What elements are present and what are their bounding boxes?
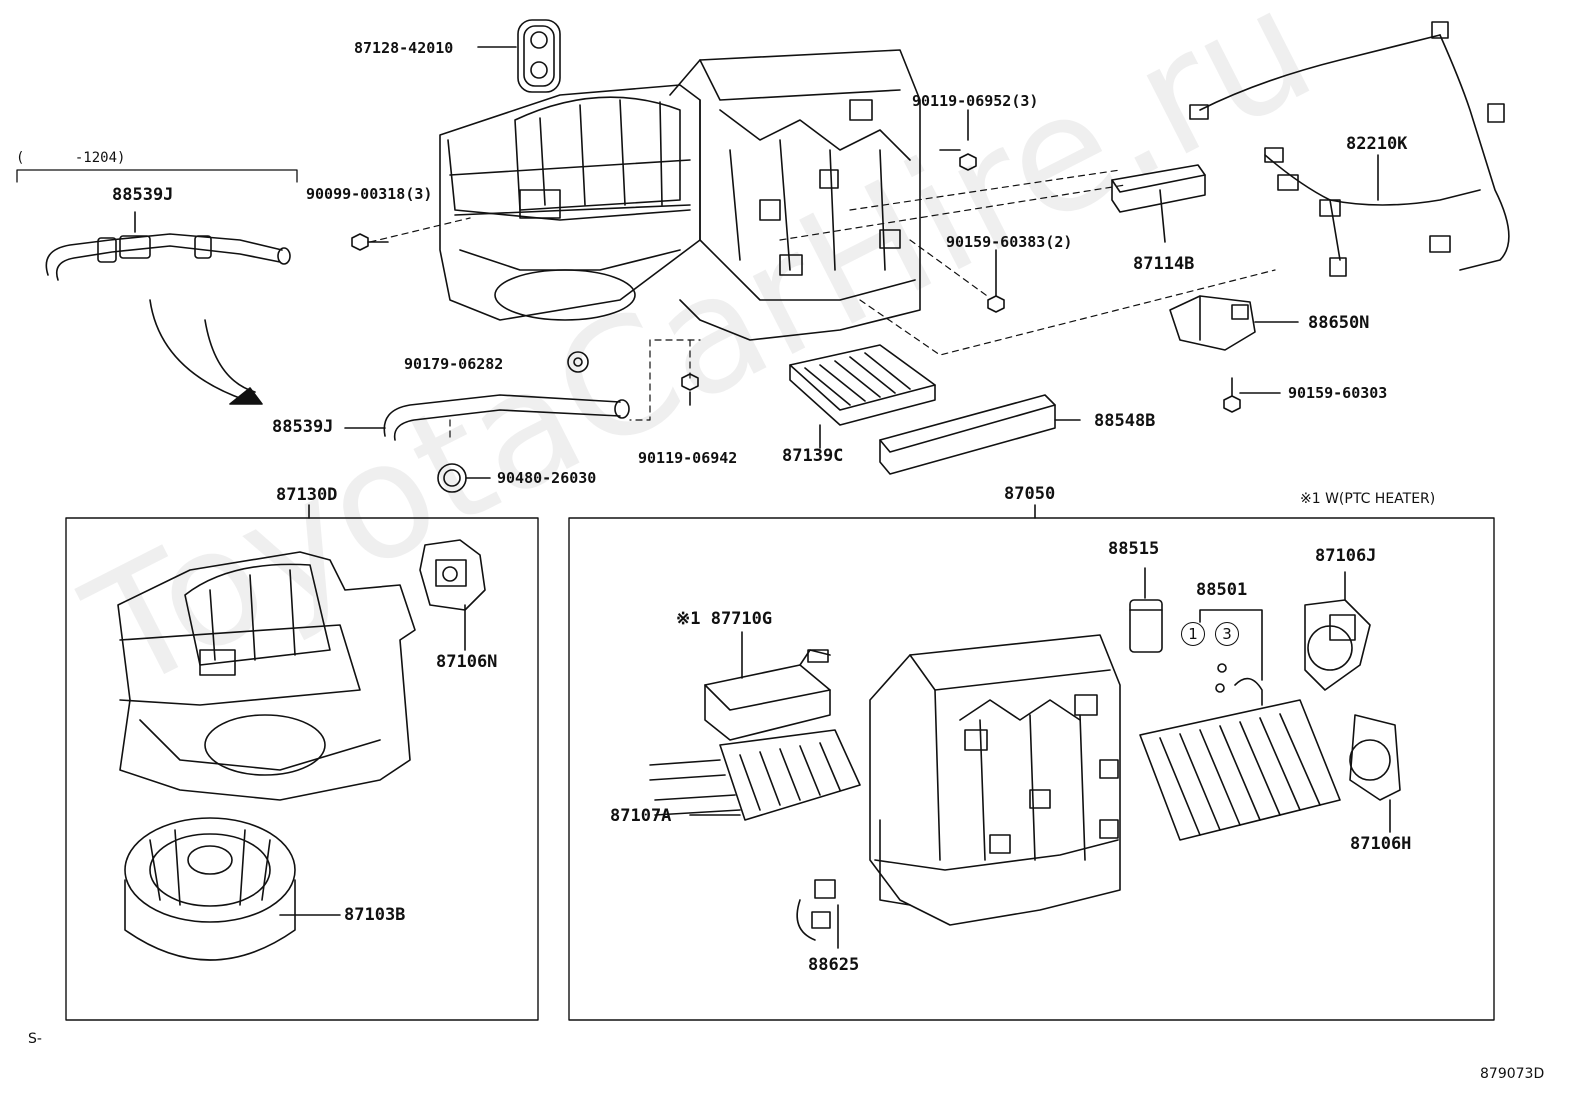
label-88539J-bottom: 88539J — [272, 417, 334, 437]
label-87106N: 87106N — [436, 652, 498, 672]
label-87139C: 87139C — [782, 446, 844, 466]
label-88548B: 88548B — [1094, 411, 1156, 431]
label-90119-06942: 90119-06942 — [638, 449, 738, 467]
label-range-note: ( -1204) — [16, 150, 126, 166]
hose-drawings — [45, 211, 630, 441]
label-87128-42010: 87128-42010 — [354, 39, 454, 57]
label-87106H: 87106H — [1350, 834, 1412, 854]
label-90159-60303: 90159-60303 — [1288, 384, 1388, 402]
curved-arrows — [149, 299, 263, 405]
label-90099-00318: 90099-00318(3) — [306, 185, 433, 203]
ptc-heater-drawing — [704, 631, 831, 741]
label-90159-60383: 90159-60383(2) — [946, 233, 1073, 251]
heater-core-drawing — [649, 729, 861, 821]
label-88650N: 88650N — [1308, 313, 1370, 333]
label-87106J: 87106J — [1315, 546, 1377, 566]
filter-panel-drawing — [1111, 164, 1206, 243]
label-88625: 88625 — [808, 955, 860, 975]
servo-motor-87106J-drawing — [1304, 571, 1371, 691]
label-87050: 87050 — [1004, 484, 1056, 504]
label-88539J-top: 88539J — [112, 185, 174, 205]
servo-motor-87106N-drawing — [419, 539, 486, 651]
label-ptc-note: ※1 W(PTC HEATER) — [1300, 491, 1436, 507]
expansion-valve-88515-drawing — [1129, 567, 1163, 653]
label-corner-s: S- — [28, 1031, 42, 1047]
circle-marker-3: 3 — [1215, 622, 1239, 646]
wire-harness-drawing — [1189, 21, 1510, 277]
hvac-case-87050-drawing — [869, 634, 1121, 926]
filter-cartridge-drawing — [879, 394, 1081, 475]
servo-motor-87106H-drawing — [1349, 714, 1401, 833]
label-87107A: 87107A — [610, 806, 672, 826]
blower-motor-drawing — [124, 817, 341, 961]
group-box-87050 — [568, 517, 1495, 1021]
label-87103B: 87103B — [344, 905, 406, 925]
air-filter-drawing — [789, 344, 936, 449]
bracket-88501 — [1199, 609, 1263, 681]
hvac-unit-top-drawing — [439, 49, 921, 341]
sensor-88625-drawing — [796, 879, 839, 949]
grommet-drawing — [477, 19, 561, 93]
label-90119-06952: 90119-06952(3) — [912, 92, 1039, 110]
figure-id: 879073D — [1480, 1066, 1545, 1082]
label-88501: 88501 — [1196, 580, 1248, 600]
circle-marker-1: 1 — [1181, 622, 1205, 646]
ring-drawing — [437, 463, 491, 493]
label-88515: 88515 — [1108, 539, 1160, 559]
label-90179-06282: 90179-06282 — [404, 355, 504, 373]
dashed-leader-lines — [369, 169, 1276, 441]
label-87114B: 87114B — [1133, 254, 1195, 274]
label-90480-26030: 90480-26030 — [497, 469, 597, 487]
evaporator-drawing — [1139, 663, 1341, 841]
label-87130D: 87130D — [276, 485, 338, 505]
range-bracket — [16, 169, 298, 183]
group-box-87130D — [65, 517, 539, 1021]
blower-case-drawing — [117, 551, 416, 801]
sensor-drawing — [1169, 295, 1299, 351]
label-87710G: ※1 87710G — [676, 609, 773, 629]
label-82210K: 82210K — [1346, 134, 1408, 154]
